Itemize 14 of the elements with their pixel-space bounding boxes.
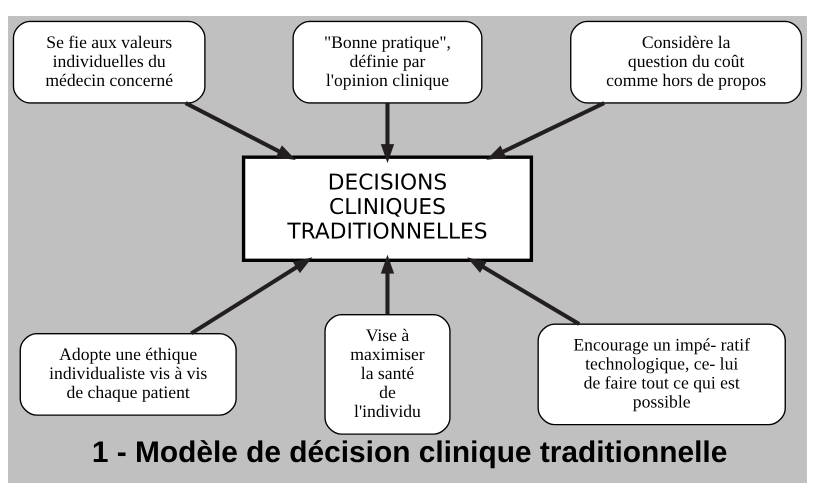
node-box: "Bonne pratique", définie par l'opinion clinique [292, 20, 482, 104]
arrow [467, 257, 580, 326]
caption: 1 - Modèle de décision clinique traditionnelle [92, 436, 728, 470]
arrow [486, 101, 605, 160]
arrow [184, 101, 296, 160]
node-box: Considère la question du coût comme hors de propos [570, 20, 802, 104]
node-box: DECISIONS CLINIQUES TRADITIONNELLES [242, 155, 534, 262]
node-box: Vise à maximiser la santé de l'individu [324, 314, 451, 435]
node-box: Se fie aux valeurs individuelles du médecin concerné [12, 20, 206, 104]
arrow [190, 257, 312, 336]
arrow [380, 254, 394, 314]
node-box: Encourage un impé- ratif technologique, ce- lui de faire tout ce qui est possible [537, 323, 786, 426]
arrow [380, 103, 394, 164]
node-box: Adopte une éthique individualiste vis à vis de chaque patient [20, 333, 237, 416]
